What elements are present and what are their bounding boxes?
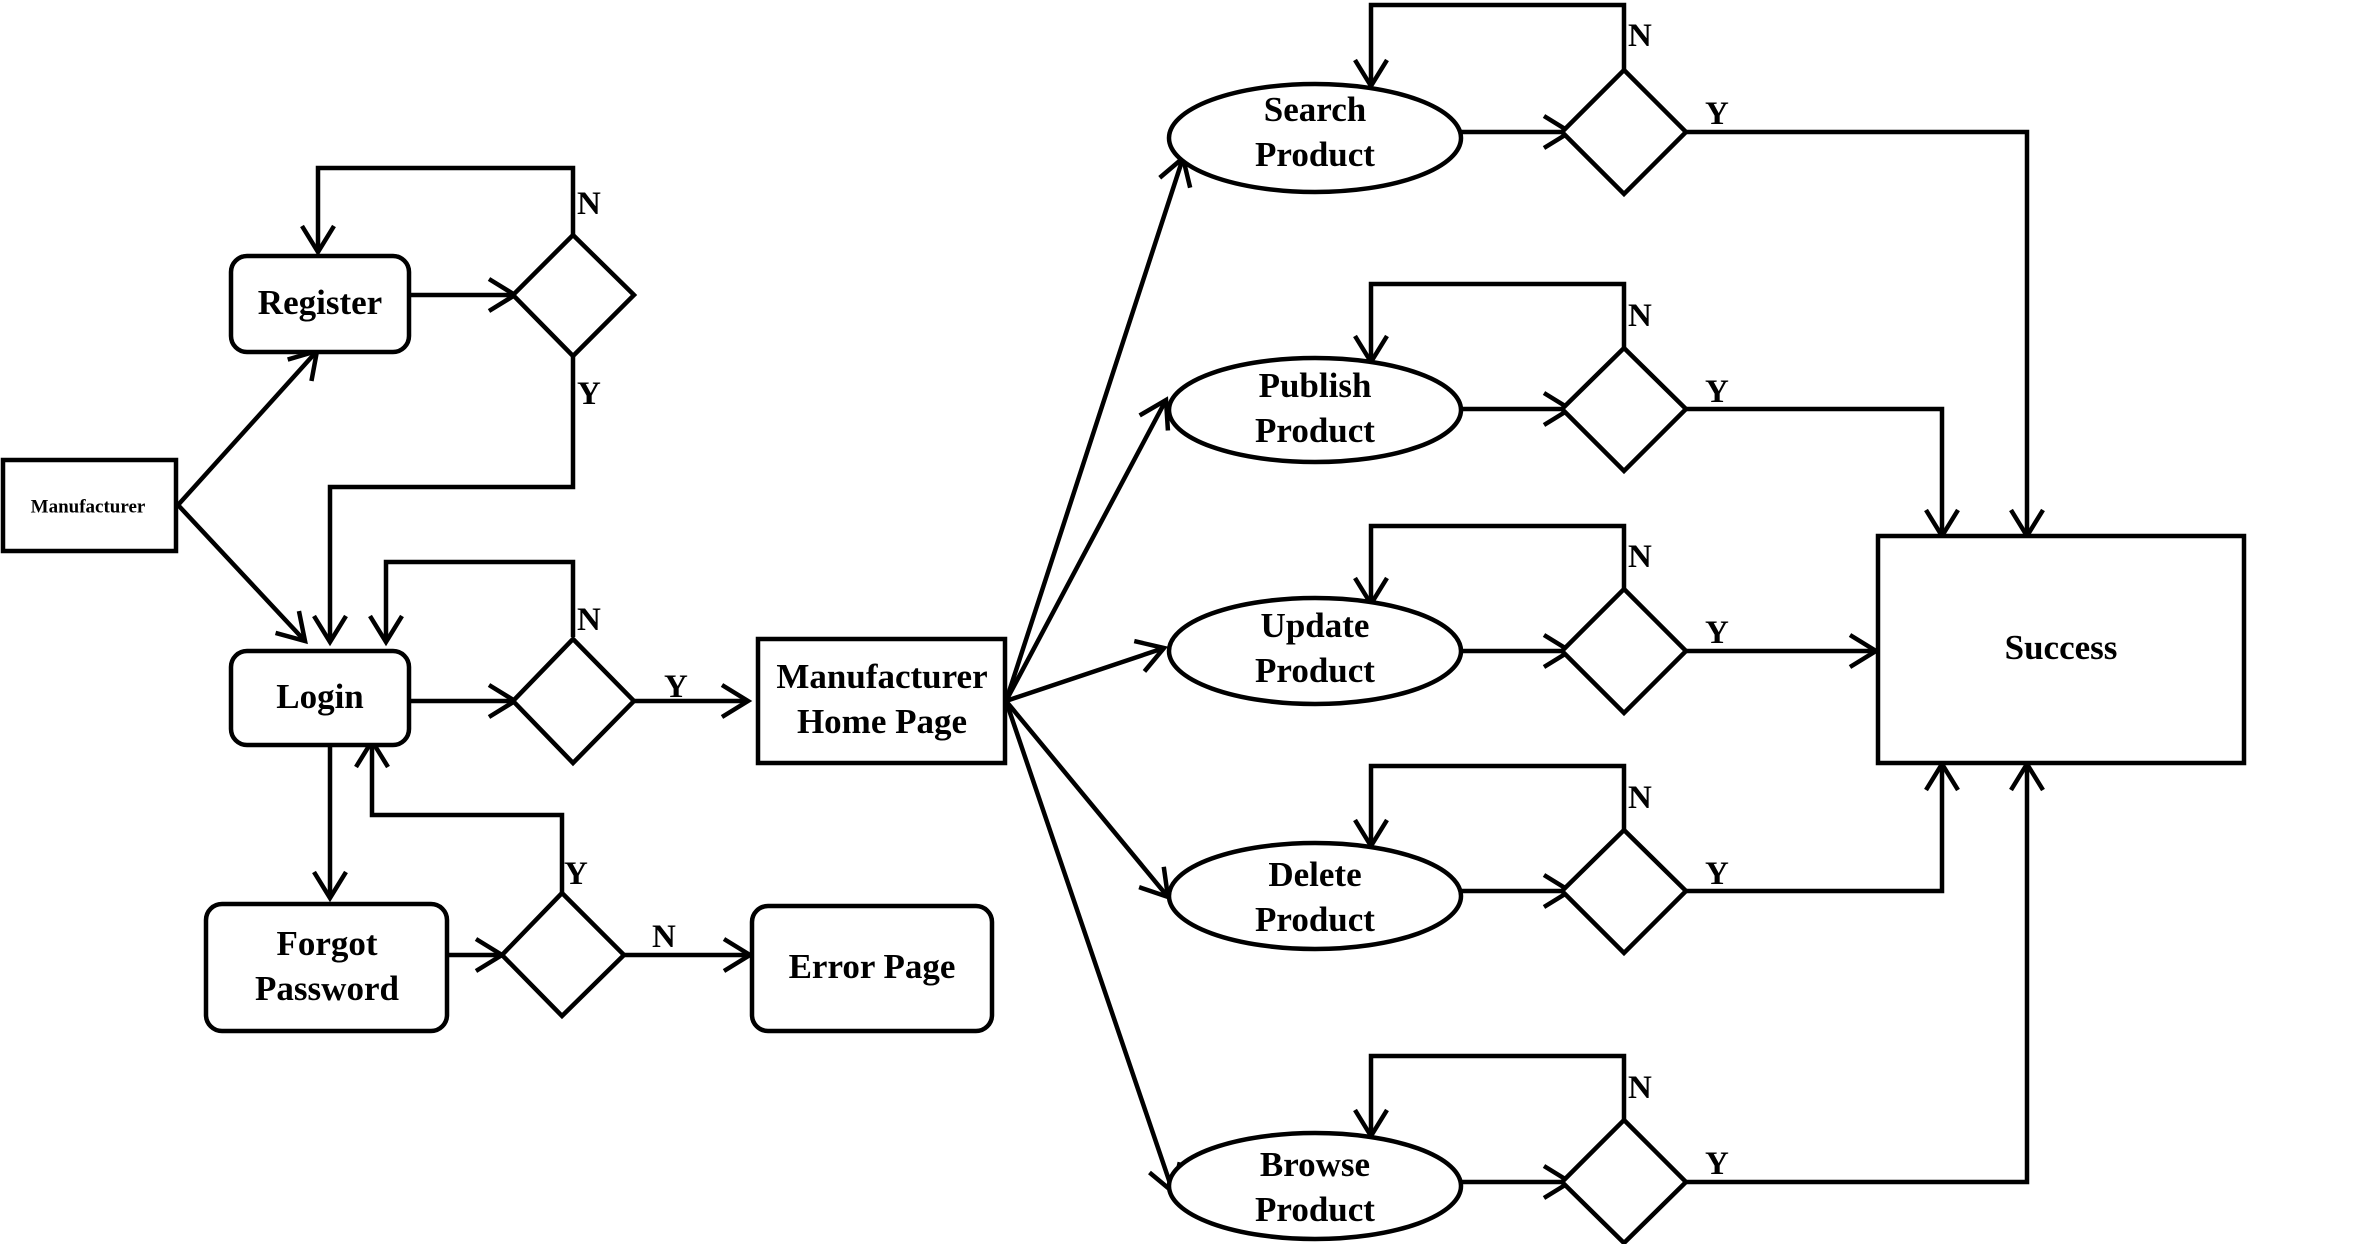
delete-yes-label: Y: [1705, 856, 1729, 892]
register-label: Register: [258, 283, 382, 322]
edge-manufacturer-login: [176, 503, 308, 645]
search-product-node[interactable]: Search Product: [1166, 81, 1464, 195]
edge-publish-yes-success: [1686, 406, 1960, 541]
edge-update-no-loop: [1353, 523, 1627, 609]
publish-yes-label: Y: [1705, 374, 1729, 410]
search-no-label: N: [1628, 18, 1652, 54]
edge-forgot-yes-login: [354, 736, 565, 894]
error-page-node[interactable]: Error Page: [749, 903, 995, 1034]
home-page-node[interactable]: Manufacturer Home Page: [755, 636, 1008, 766]
home-page-label-line2: Home Page: [797, 702, 967, 741]
success-node[interactable]: Success: [1875, 533, 2247, 766]
edge-browse-no-loop: [1353, 1053, 1627, 1141]
register-no-label: N: [577, 186, 601, 222]
error-page-label: Error Page: [789, 947, 956, 986]
publish-product-label-line2: Product: [1255, 411, 1375, 450]
delete-product-label-line1: Delete: [1268, 855, 1361, 894]
publish-no-label: N: [1628, 298, 1652, 334]
login-label: Login: [276, 677, 364, 716]
edge-register-yes-login: [312, 356, 576, 647]
delete-product-decision: [1558, 826, 1690, 957]
register-yes-label: Y: [577, 376, 601, 412]
edge-home-delete: [1004, 699, 1171, 901]
forgot-yes-label: Y: [564, 856, 588, 892]
home-page-label-line1: Manufacturer: [776, 657, 987, 696]
forgot-password-label-line2: Password: [255, 969, 399, 1008]
delete-product-node[interactable]: Delete Product: [1166, 840, 1464, 952]
search-product-label-line1: Search: [1264, 90, 1366, 129]
update-product-label-line1: Update: [1261, 606, 1370, 645]
search-yes-label: Y: [1705, 96, 1729, 132]
browse-product-decision: [1558, 1116, 1690, 1244]
search-product-decision: [1558, 66, 1690, 198]
edge-search-no-loop: [1353, 2, 1627, 91]
edge-home-search: [1003, 153, 1193, 702]
edge-delete-no-loop: [1353, 763, 1627, 851]
login-node[interactable]: Login: [228, 648, 412, 748]
edge-browse-yes-success: [1686, 759, 2045, 1185]
update-no-label: N: [1628, 539, 1652, 575]
login-decision: [509, 635, 638, 767]
register-node[interactable]: Register: [228, 253, 412, 355]
browse-product-label-line2: Product: [1255, 1190, 1375, 1229]
edge-publish-no-loop: [1353, 281, 1627, 367]
browse-no-label: N: [1628, 1070, 1652, 1106]
publish-product-decision: [1558, 344, 1690, 475]
publish-product-label-line1: Publish: [1259, 366, 1372, 405]
edge-delete-yes-success: [1686, 759, 1960, 894]
delete-no-label: N: [1628, 780, 1652, 816]
browse-product-label-line1: Browse: [1260, 1145, 1370, 1184]
success-label: Success: [2005, 628, 2118, 667]
edge-home-update: [1005, 638, 1169, 704]
forgot-password-label-line1: Forgot: [276, 924, 377, 963]
publish-product-node[interactable]: Publish Product: [1166, 355, 1464, 465]
browse-product-node[interactable]: Browse Product: [1166, 1130, 1464, 1242]
forgot-no-label: N: [652, 919, 676, 955]
forgot-password-decision: [498, 889, 628, 1020]
forgot-password-node[interactable]: Forgot Password: [203, 901, 450, 1034]
edge-register-no-loop: [300, 165, 576, 257]
browse-yes-label: Y: [1705, 1146, 1729, 1182]
search-product-label-line2: Product: [1255, 135, 1375, 174]
register-decision: [509, 231, 638, 360]
update-yes-label: Y: [1705, 615, 1729, 651]
login-yes-label: Y: [664, 669, 688, 705]
update-product-node[interactable]: Update Product: [1166, 595, 1464, 707]
login-no-label: N: [577, 602, 601, 638]
delete-product-label-line2: Product: [1255, 900, 1375, 939]
edge-home-publish: [1004, 396, 1171, 703]
manufacturer-node[interactable]: Manufacturer: [0, 457, 179, 554]
edge-login-no-loop: [368, 559, 576, 647]
edge-search-yes-success: [1686, 129, 2045, 541]
edge-manufacturer-register: [176, 347, 320, 507]
manufacturer-label: Manufacturer: [31, 496, 146, 517]
update-product-label-line2: Product: [1255, 651, 1375, 690]
edge-home-browse: [1003, 700, 1182, 1197]
update-product-decision: [1558, 585, 1690, 717]
